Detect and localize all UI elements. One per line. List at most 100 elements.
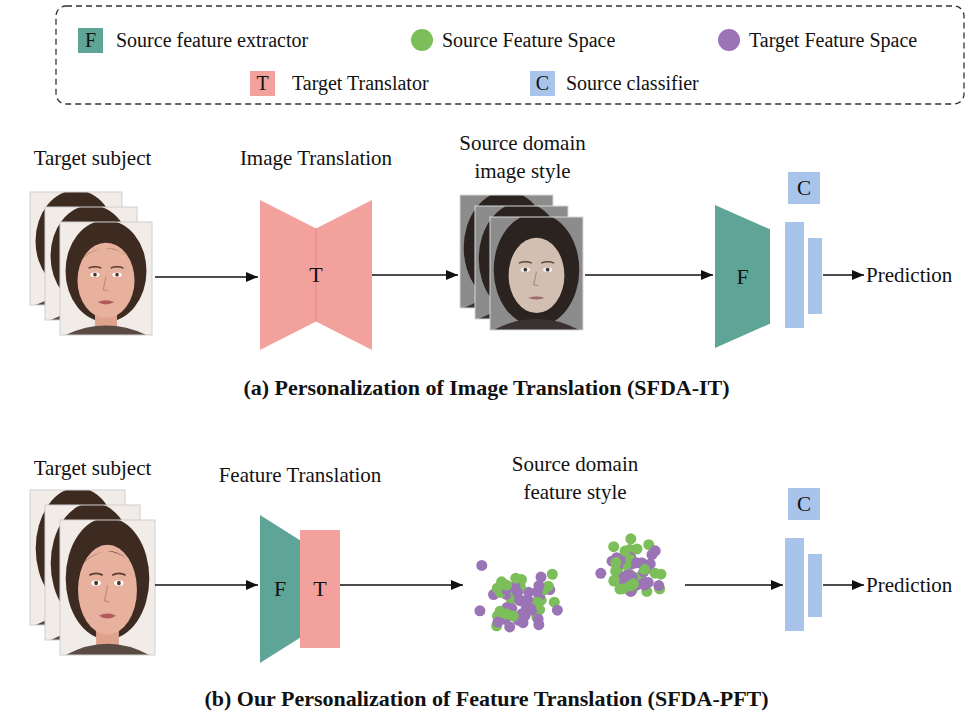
- panel-caption: (b) Our Personalization of Feature Trans…: [204, 686, 768, 712]
- text-holder: C: [785, 172, 823, 204]
- block-label: F: [736, 264, 748, 290]
- block-heading: Target subject: [8, 455, 178, 482]
- block-heading: Target subject: [8, 145, 178, 172]
- feature-dot: [533, 619, 544, 630]
- flow-arrow: [372, 274, 458, 276]
- legend-text: Target Translator: [292, 70, 429, 96]
- legend-dot: [718, 29, 740, 51]
- feature-dot: [510, 573, 521, 584]
- feature-scatter-outline: [465, 520, 685, 655]
- classifier-block: C: [785, 488, 823, 633]
- trapezoid-shape: [260, 515, 300, 663]
- feature-dot: [653, 580, 664, 591]
- text-holder: Source domain feature style: [495, 451, 655, 506]
- block-label: Prediction: [866, 572, 952, 598]
- feature-dot: [552, 605, 563, 616]
- text-holder: T: [300, 530, 340, 648]
- rect-shape: [300, 530, 340, 648]
- feature-dot: [631, 557, 642, 568]
- feature-dot: [608, 541, 619, 552]
- symbol-letter: F: [85, 29, 96, 52]
- legend-text: Source feature extractor: [116, 27, 308, 53]
- legend-item: Source Feature Space: [411, 27, 615, 53]
- label-box: [788, 172, 820, 204]
- translation-group: Feature TranslationFT: [260, 515, 340, 663]
- text-holder: Prediction: [866, 572, 952, 598]
- feature-dot: [631, 543, 642, 554]
- text-holder: F: [260, 515, 300, 663]
- translator-block: Image TranslationT: [260, 200, 372, 350]
- block-label: C: [797, 176, 811, 201]
- translator-block: T: [300, 530, 340, 648]
- feature-extractor: F: [260, 515, 300, 663]
- text-holder: C: [785, 488, 823, 520]
- block-label: C: [797, 492, 811, 517]
- text-holder: Source domain image style: [448, 130, 598, 185]
- feature-dot: [649, 568, 660, 579]
- feature-dot: [547, 569, 558, 580]
- label-holder: (a) Personalization of Image Translation…: [0, 373, 973, 403]
- feature-dot: [595, 568, 606, 579]
- feature-dot: [608, 576, 619, 587]
- legend-item: Source feature extractor: [78, 27, 308, 53]
- block-heading: Source domain feature style: [495, 451, 655, 506]
- feature-dot: [512, 587, 523, 598]
- legend-frame: [56, 6, 964, 104]
- block-label: F: [274, 576, 286, 602]
- feature-dot: [533, 580, 544, 591]
- block-heading: Feature Translation: [200, 462, 400, 489]
- feature-dot: [508, 611, 519, 622]
- feature-dot: [643, 577, 654, 588]
- feature-dot: [518, 617, 529, 628]
- symbol-letter: C: [536, 72, 549, 95]
- flow-arrow: [340, 584, 463, 586]
- layer-bar: [785, 538, 804, 631]
- block-label: Prediction: [866, 262, 952, 288]
- panel-caption: (a) Personalization of Image Translation…: [243, 375, 729, 401]
- feature-dot: [496, 576, 507, 587]
- feature-dot: [625, 533, 636, 544]
- feature-dot: [474, 605, 485, 616]
- layer-bar: [808, 238, 822, 314]
- block-heading: Image Translation: [221, 145, 411, 172]
- feature-dot: [492, 617, 503, 628]
- flow-arrow: [823, 584, 864, 586]
- face-photo: [60, 518, 155, 655]
- flow-arrow: [155, 276, 258, 278]
- flow-arrow: [685, 584, 783, 586]
- image-stack: Source domain image style: [460, 195, 585, 335]
- feature-dot: [628, 578, 639, 589]
- feature-dot: [504, 621, 515, 632]
- feature-dot: [522, 594, 533, 605]
- layer-bar: [785, 222, 804, 328]
- hourglass-shape: [260, 200, 372, 350]
- text-holder: F: [715, 205, 770, 348]
- block-label: T: [309, 262, 322, 288]
- text-holder: Target subject: [8, 455, 178, 482]
- face-photo: [490, 213, 583, 330]
- label-holder: F: [78, 28, 103, 53]
- legend-text: Source Feature Space: [442, 27, 615, 53]
- legend-text: Source classifier: [566, 70, 699, 96]
- flow-arrow: [585, 274, 713, 276]
- face-photo: [60, 220, 152, 335]
- legend-item: Target Translator: [250, 70, 429, 96]
- legend-text: Target Feature Space: [749, 27, 917, 53]
- label-box: [788, 488, 820, 520]
- label-holder: (b) Our Personalization of Feature Trans…: [0, 684, 973, 714]
- symbol-letter: T: [256, 72, 268, 95]
- layer-bar: [808, 554, 822, 617]
- flow-arrow: [823, 274, 864, 276]
- image-stack: Target subject: [30, 190, 155, 335]
- legend-item: Target Feature Space: [718, 27, 917, 53]
- text-holder: Prediction: [866, 262, 952, 288]
- feature-dot: [609, 575, 620, 586]
- feature-extractor: F: [715, 205, 770, 348]
- label-holder: T: [250, 71, 275, 96]
- feature-dot: [618, 583, 629, 594]
- output-label: Prediction: [866, 572, 952, 598]
- block-label: T: [313, 576, 326, 602]
